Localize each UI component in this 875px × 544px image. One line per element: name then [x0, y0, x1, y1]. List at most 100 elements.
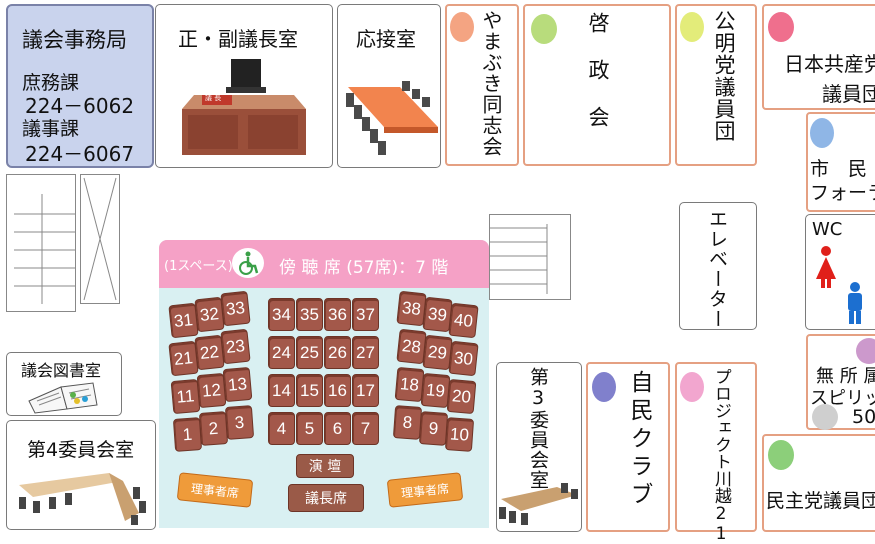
male-icon: [848, 282, 862, 324]
gallery-seat-31: 31: [168, 302, 199, 339]
gallery-seat-25: 25: [296, 336, 323, 369]
left-staircase: [6, 174, 76, 312]
chairman-desk-illustration: [182, 59, 306, 155]
gallery-space-label: (1スペース): [164, 259, 233, 274]
gallery-seat-28: 28: [396, 328, 427, 365]
gallery-seat-27: 27: [352, 336, 379, 369]
project-room: プロジェクト川越21: [675, 362, 757, 544]
wheelchair-icon: [232, 248, 264, 278]
gallery-seat-1: 1: [172, 417, 203, 452]
komei-label: 公明党議員団: [712, 10, 736, 142]
gallery-seat-13: 13: [222, 366, 253, 403]
gallery-header: [159, 240, 489, 288]
minshu-color-dot: [768, 440, 794, 470]
gallery-seat-18: 18: [394, 366, 425, 403]
committee4-label: 第4委員会室: [27, 439, 135, 461]
gallery-seat-12: 12: [196, 372, 227, 409]
center-staircase-steps: [489, 224, 548, 294]
wc-label: WC: [812, 219, 843, 240]
gallery-seat-26: 26: [324, 336, 351, 369]
mushozoku-label-line2: スピリット: [810, 388, 875, 409]
gallery-seat-15: 15: [296, 374, 323, 407]
gallery-seat-19: 19: [420, 372, 451, 409]
gallery-seat-14: 14: [268, 374, 295, 407]
mushozoku-color-dot-b: [812, 404, 838, 430]
library-room: 議会図書室: [6, 352, 122, 416]
gallery-seat-33: 33: [220, 290, 251, 327]
gallery-seat-39: 39: [422, 296, 453, 333]
chairman-room: 正・副議長室 議 長: [155, 4, 333, 168]
gallery-seat-17: 17: [352, 374, 379, 407]
library-label: 議会図書室: [21, 361, 102, 380]
gallery-seat-16: 16: [324, 374, 351, 407]
committee4-room: 第4委員会室: [6, 420, 156, 530]
chair-seat-sign: 議長席: [288, 484, 364, 512]
reception-room: 応接室: [337, 4, 441, 168]
jcp-label-line1: 日本共産党: [784, 52, 875, 76]
keisei-room: 啓政会: [523, 4, 671, 166]
komei-color-dot: [680, 12, 704, 42]
elevator-label: エレベーター: [706, 209, 728, 329]
shimin-label-line2: フォーラム: [810, 182, 875, 204]
secretariat-dept2: 議事課: [22, 118, 80, 140]
podium-sign: 演 壇: [296, 454, 354, 478]
committee3-room: 第3委員会室: [496, 362, 582, 532]
secretariat-dept1: 庶務課: [22, 72, 80, 94]
komei-room: 公明党議員団: [675, 4, 757, 166]
gallery-seat-20: 20: [446, 378, 477, 415]
mushozoku-room: 無 所 属 スピリット 50: [806, 334, 875, 430]
jcp-label-line2: 議員団: [822, 82, 875, 106]
female-icon: [816, 246, 836, 288]
committee4-table-illustration: [19, 473, 146, 525]
chairman-nameplate: 議 長: [205, 94, 222, 102]
gallery-seat-37: 37: [352, 298, 379, 331]
minshu-label: 民主党議員団: [766, 490, 875, 512]
secretariat-phone1: 224－6062: [25, 94, 135, 118]
gallery-seat-7: 7: [352, 412, 379, 445]
committee3-label: 第3委員会室: [527, 367, 549, 490]
mushozoku-label-line1: 無 所 属: [816, 366, 875, 387]
left-elevator-cross: [83, 177, 117, 301]
mushozoku-label-line3: 50: [852, 406, 875, 428]
keisei-label: 啓政会: [586, 12, 610, 153]
jimin-color-dot: [592, 372, 616, 402]
gallery-seat-5: 5: [296, 412, 323, 445]
gallery-seat-4: 4: [268, 412, 295, 445]
shimin-label-line1: 市 民: [810, 158, 868, 180]
secretariat-office: 議会事務局 庶務課 224－6062 議事課 224－6067: [6, 4, 154, 168]
gallery-seat-40: 40: [448, 302, 479, 339]
gallery-seat-29: 29: [422, 334, 453, 371]
gallery-seat-34: 34: [268, 298, 295, 331]
gallery-seat-6: 6: [324, 412, 351, 445]
reception-table-illustration: [346, 81, 438, 155]
gallery-seat-35: 35: [296, 298, 323, 331]
shimin-room: 市 民 フォーラム: [806, 112, 875, 212]
jimin-label: 自民クラブ: [626, 370, 652, 510]
jcp-color-dot: [768, 12, 794, 42]
wc-room: WC: [805, 214, 875, 330]
mushozoku-color-dot-a: [856, 338, 875, 364]
gallery-title: 傍 聴 席 (57席)：7 階: [279, 258, 449, 278]
jcp-room: 日本共産党 議員団: [762, 4, 875, 110]
gallery-seat-38: 38: [396, 290, 427, 327]
committee3-table-illustration: [499, 483, 578, 525]
gallery-seat-8: 8: [392, 405, 423, 440]
reception-room-label: 応接室: [356, 27, 416, 51]
yamabuki-label: やまぶき同志会: [479, 10, 503, 157]
yamabuki-color-dot: [450, 12, 474, 42]
project-label: プロジェクト川越21: [711, 368, 731, 544]
jimin-room: 自民クラブ: [586, 362, 670, 532]
chairman-room-label: 正・副議長室: [178, 27, 298, 51]
secretariat-title: 議会事務局: [22, 28, 127, 52]
gallery-seat-36: 36: [324, 298, 351, 331]
gallery-seat-9: 9: [418, 411, 449, 446]
gallery-seat-2: 2: [198, 411, 229, 446]
gallery-seat-21: 21: [168, 340, 199, 377]
elevator: エレベーター: [679, 202, 757, 330]
left-staircase-steps: [14, 194, 76, 304]
gallery-seat-24: 24: [268, 336, 295, 369]
gallery-seat-11: 11: [170, 378, 201, 415]
yamabuki-room: やまぶき同志会: [445, 4, 519, 166]
minshu-room: 民主党議員団: [762, 434, 875, 532]
secretariat-phone2: 224－6067: [25, 142, 135, 166]
